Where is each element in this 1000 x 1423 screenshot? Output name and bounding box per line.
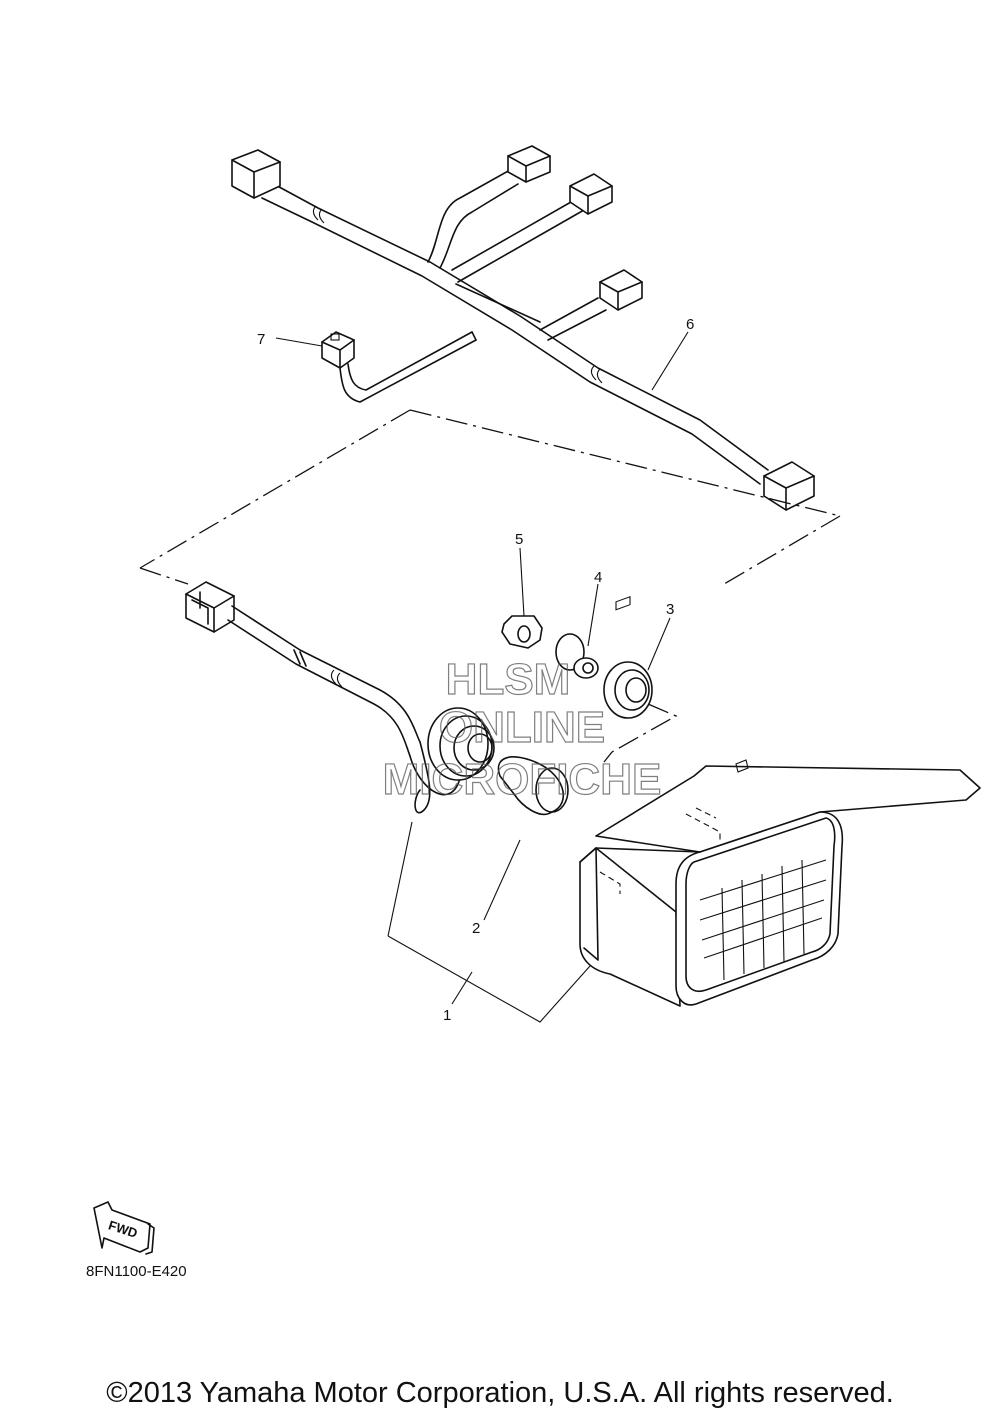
callout-3: 3 — [666, 601, 674, 618]
tail-light-housing — [579, 595, 981, 1007]
watermark-line1: HLSM — [446, 655, 571, 704]
fwd-arrow-badge: FWD — [93, 1201, 155, 1255]
reference-lines — [139, 409, 841, 763]
callout-1: 1 — [443, 1007, 451, 1024]
callout-numbers: 1 2 3 4 5 6 7 — [257, 316, 694, 1024]
callout-7: 7 — [257, 331, 265, 348]
socket-cord — [185, 581, 461, 814]
part-code: 8FN1100-E420 — [86, 1263, 187, 1280]
callout-5: 5 — [515, 531, 523, 548]
callout-6: 6 — [686, 316, 694, 333]
grommet-3 — [603, 661, 653, 719]
watermark: HLSM ONLINE MICROFICHE — [382, 654, 662, 804]
bulb-socket — [427, 707, 495, 781]
watermark-line2: ONLINE — [439, 703, 605, 752]
callout-2: 2 — [472, 920, 480, 937]
leader-lines — [275, 331, 689, 1023]
wire-harness — [231, 145, 815, 511]
grommet-4 — [555, 633, 599, 679]
bulb — [497, 756, 569, 816]
callout-4: 4 — [594, 569, 602, 586]
lead-wire — [321, 331, 477, 403]
copyright-notice: ©2013 Yamaha Motor Corporation, U.S.A. A… — [106, 1377, 894, 1409]
watermark-line3: MICROFICHE — [383, 755, 662, 804]
grommet-5 — [501, 615, 543, 649]
